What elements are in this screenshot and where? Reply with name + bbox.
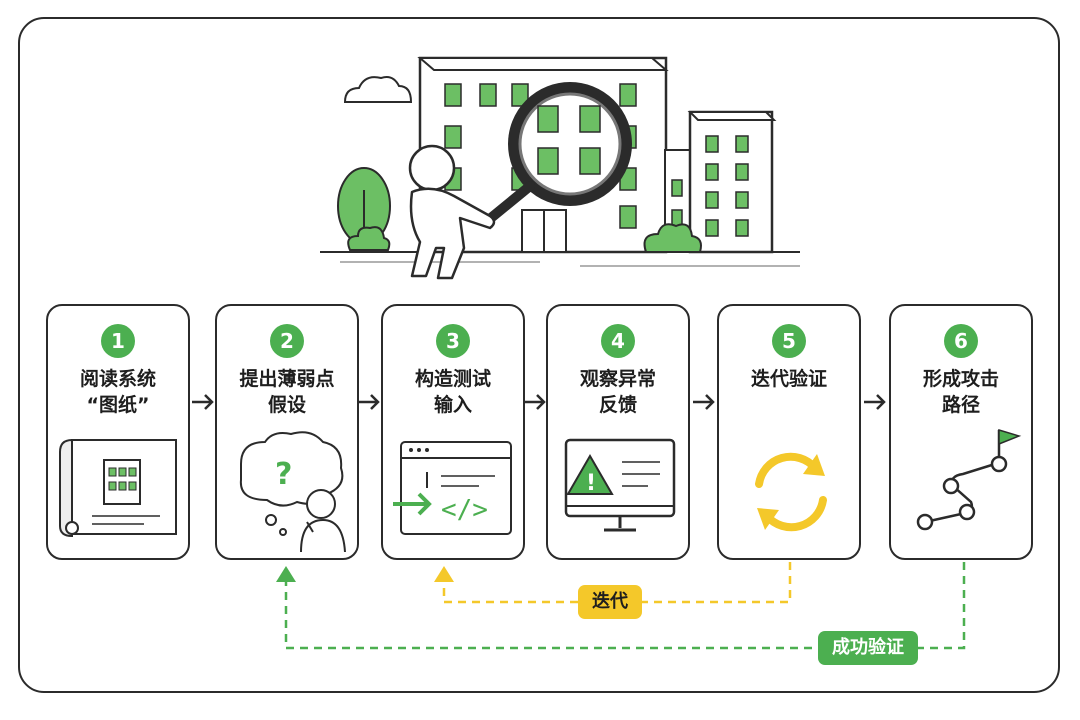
step-card-2: 2 提出薄弱点 假设 ?	[215, 304, 359, 560]
step-card-3: 3 构造测试 输入 </>	[381, 304, 525, 560]
iterate-label: 迭代	[578, 585, 642, 619]
step-card-6: 6 形成攻击 路径	[889, 304, 1033, 560]
svg-text:?: ?	[275, 457, 292, 492]
blueprint-icon	[59, 438, 177, 538]
step-title-5: 迭代验证	[750, 368, 827, 390]
step-number-5: 5	[772, 324, 806, 358]
svg-text:</>: </>	[441, 495, 488, 525]
step-title-3: 构造测试 输入	[414, 368, 491, 416]
code-input-icon: </>	[393, 441, 512, 535]
arrow-right-icon	[864, 394, 886, 410]
success-verify-label: 成功验证	[818, 631, 918, 665]
step-number-3: 3	[436, 324, 470, 358]
step-card-1: 1 阅读系统 “图纸”	[46, 304, 190, 560]
step-card-4: 4 观察异常 反馈 !	[546, 304, 690, 560]
arrow-right-icon	[693, 394, 715, 410]
step-title-4: 观察异常 反馈	[579, 368, 656, 416]
refresh-cycle-icon	[755, 452, 827, 532]
arrow-right-icon	[192, 394, 214, 410]
warning-monitor-icon: !	[564, 438, 676, 532]
step-number-4: 4	[601, 324, 635, 358]
step-number-2: 2	[270, 324, 304, 358]
step-number-6: 6	[944, 324, 978, 358]
step-title-1: 阅读系统 “图纸”	[79, 368, 156, 416]
inspector-magnifying-building-icon	[320, 56, 800, 280]
arrow-right-icon	[358, 394, 380, 410]
thinking-person-icon: ?	[239, 431, 346, 552]
step-card-5: 5 迭代验证	[717, 304, 861, 560]
step-title-2: 提出薄弱点 假设	[239, 368, 335, 416]
path-flag-icon	[916, 428, 1022, 531]
svg-text:!: !	[586, 471, 596, 496]
arrow-right-icon	[524, 394, 546, 410]
step-number-1: 1	[101, 324, 135, 358]
step-title-6: 形成攻击 路径	[922, 368, 999, 416]
